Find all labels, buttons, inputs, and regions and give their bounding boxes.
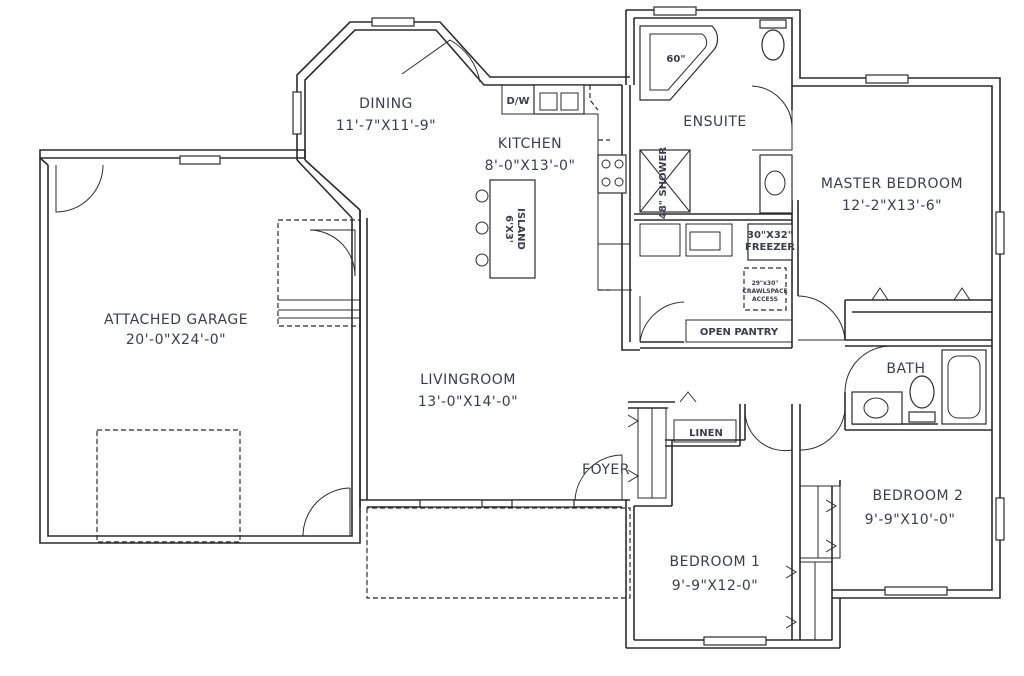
open-pantry-label: OPEN PANTRY xyxy=(700,327,779,338)
kitchen: D/W KITCHEN 8'-0"X13'-0" 6'X3' ISLAND xyxy=(475,84,632,291)
kitchen-size: 8'-0"X13'-0" xyxy=(485,158,576,174)
bedroom-1: BEDROOM 1 9'-9"X12-0" xyxy=(670,554,797,629)
garage: ATTACHED GARAGE 20'-0"X24'-0" xyxy=(39,149,361,544)
ensuite-vanity xyxy=(759,154,793,214)
garage-size: 20'-0"X24'-0" xyxy=(126,332,226,348)
pantry: 30"X32" FREEZER 29"x30" CRAWLSPACE ACCES… xyxy=(639,223,846,343)
livingroom-name: LIVINGROOM xyxy=(420,372,516,388)
soaker-tub xyxy=(639,25,719,101)
dining-size: 11'-7"X11'-9" xyxy=(336,118,436,134)
ensuite-door[interactable] xyxy=(751,85,793,129)
bathtub xyxy=(941,349,987,425)
front-porch xyxy=(366,507,631,599)
dining-name: DINING xyxy=(359,96,413,112)
bath: BATH xyxy=(844,345,987,425)
bath-door[interactable] xyxy=(844,345,893,393)
island-label: ISLAND xyxy=(515,208,526,250)
pantry-shelf xyxy=(685,319,793,343)
garage-stairs xyxy=(277,219,361,327)
dining-patio-door[interactable] xyxy=(401,39,481,83)
garage-name: ATTACHED GARAGE xyxy=(104,312,248,328)
dining: DINING 11'-7"X11'-9" xyxy=(336,39,481,134)
dishwasher-label: D/W xyxy=(507,96,530,107)
kitchen-name: KITCHEN xyxy=(498,136,562,152)
windows xyxy=(292,6,1005,646)
master-name: MASTER BEDROOM xyxy=(821,176,963,192)
shower: 48" SHOWER xyxy=(639,147,691,220)
bath-name: BATH xyxy=(886,361,925,377)
kitchen-sink xyxy=(533,84,585,115)
crawlspace-access-label: ACCESS xyxy=(752,296,778,303)
master-size: 12'-2"X13'-6" xyxy=(842,198,942,214)
garage-rear-door[interactable] xyxy=(302,487,351,537)
ensuite-toilet xyxy=(759,19,787,61)
hall-doors xyxy=(627,391,846,483)
foyer-name: FOYER xyxy=(582,462,630,478)
pantry-door[interactable] xyxy=(639,296,685,343)
freezer-label: FREEZER xyxy=(745,242,795,253)
livingroom: LIVINGROOM 13'-0"X14'-0" xyxy=(418,372,518,410)
fridge xyxy=(597,243,631,291)
garage-house-door[interactable] xyxy=(309,229,356,277)
tub-size: 60" xyxy=(666,54,685,65)
hall-door-pantry[interactable] xyxy=(797,295,846,341)
garage-side-door[interactable] xyxy=(55,164,104,213)
ensuite: 60" 48" SHOWER ENSUITE xyxy=(639,19,793,220)
kitchen-island: 6'X3' ISLAND xyxy=(475,179,536,279)
linen-label: LINEN xyxy=(689,428,723,439)
shower-label: 48" SHOWER xyxy=(658,147,669,220)
bedroom-2: BEDROOM 2 9'-9"X10'-0" xyxy=(825,488,964,553)
bedroom1-door[interactable] xyxy=(744,409,793,452)
front-door[interactable] xyxy=(574,454,623,501)
bedroom2-size: 9'-9"X10'-0" xyxy=(865,512,956,528)
ensuite-name: ENSUITE xyxy=(683,114,746,130)
crawlspace-access xyxy=(743,267,787,311)
dryer xyxy=(685,223,733,257)
bedroom1-name: BEDROOM 1 xyxy=(670,554,761,570)
crawlspace-label: CRAWLSPACE xyxy=(742,288,787,295)
garage-door-outline xyxy=(96,429,241,543)
bath-toilet xyxy=(908,375,936,423)
foyer: FOYER LINEN xyxy=(366,428,723,599)
garage-window xyxy=(179,155,221,165)
master-bedroom: MASTER BEDROOM 12'-2"X13'-6" xyxy=(821,176,971,301)
freezer xyxy=(747,223,793,261)
bedroom1-size: 9'-9"X12-0" xyxy=(672,578,758,594)
bath-vanity xyxy=(851,391,903,425)
washer xyxy=(639,223,681,257)
island-size: 6'X3' xyxy=(503,215,514,243)
linen-closet xyxy=(673,419,737,443)
freezer-size: 30"X32" xyxy=(747,230,793,241)
bedroom2-door[interactable] xyxy=(799,409,846,451)
bedroom2-name: BEDROOM 2 xyxy=(873,488,964,504)
livingroom-size: 13'-0"X14'-0" xyxy=(418,394,518,410)
crawlspace-size: 29"x30" xyxy=(752,280,779,287)
